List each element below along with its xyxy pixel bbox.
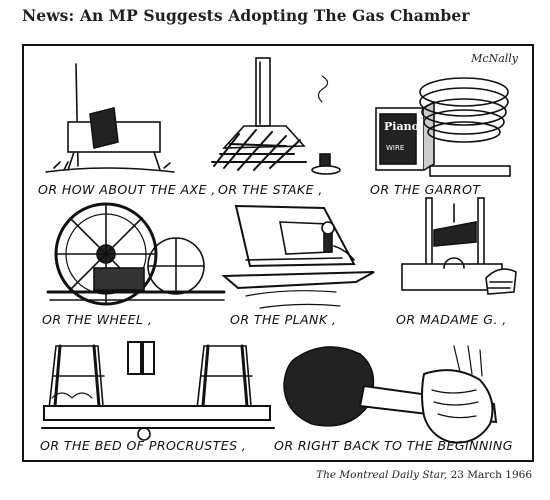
caption-axe: OR HOW ABOUT THE AXE , xyxy=(38,182,216,197)
club-fist-illustration xyxy=(283,345,498,444)
guillotine-illustration xyxy=(401,197,517,295)
caption-procrustes: OR THE BED OF PROCRUSTES , xyxy=(40,438,247,453)
artist-signature: McNally xyxy=(471,52,518,65)
headline: News: An MP Suggests Adopting The Gas Ch… xyxy=(22,6,470,25)
source-publication: The Montreal Daily Star, xyxy=(316,469,448,481)
source-credit: The Montreal Daily Star, 23 March 1966 xyxy=(316,469,532,481)
caption-wheel: OR THE WHEEL , xyxy=(42,312,153,327)
cartoon-frame: McNally xyxy=(22,44,534,462)
plank-illustration xyxy=(221,204,375,309)
box-label-line2: WIRE xyxy=(386,144,404,152)
caption-beginning: OR RIGHT BACK TO THE BEGINNING xyxy=(274,438,513,453)
cartoon-artwork: Piano WIRE xyxy=(41,57,517,444)
wheel-illustration xyxy=(46,202,226,306)
procrustes-bed-illustration xyxy=(41,341,275,441)
caption-madame: OR MADAME G. , xyxy=(396,312,507,327)
caption-garrot: OR THE GARROT xyxy=(370,182,481,197)
stake-illustration xyxy=(211,57,341,175)
caption-plank: OR THE PLANK , xyxy=(230,312,337,327)
piano-wire-illustration xyxy=(375,77,511,177)
source-date: 23 March 1966 xyxy=(450,469,532,481)
axe-illustration xyxy=(45,63,175,173)
box-label-line1: Piano xyxy=(384,120,419,133)
caption-stake: OR THE STAKE , xyxy=(218,182,323,197)
